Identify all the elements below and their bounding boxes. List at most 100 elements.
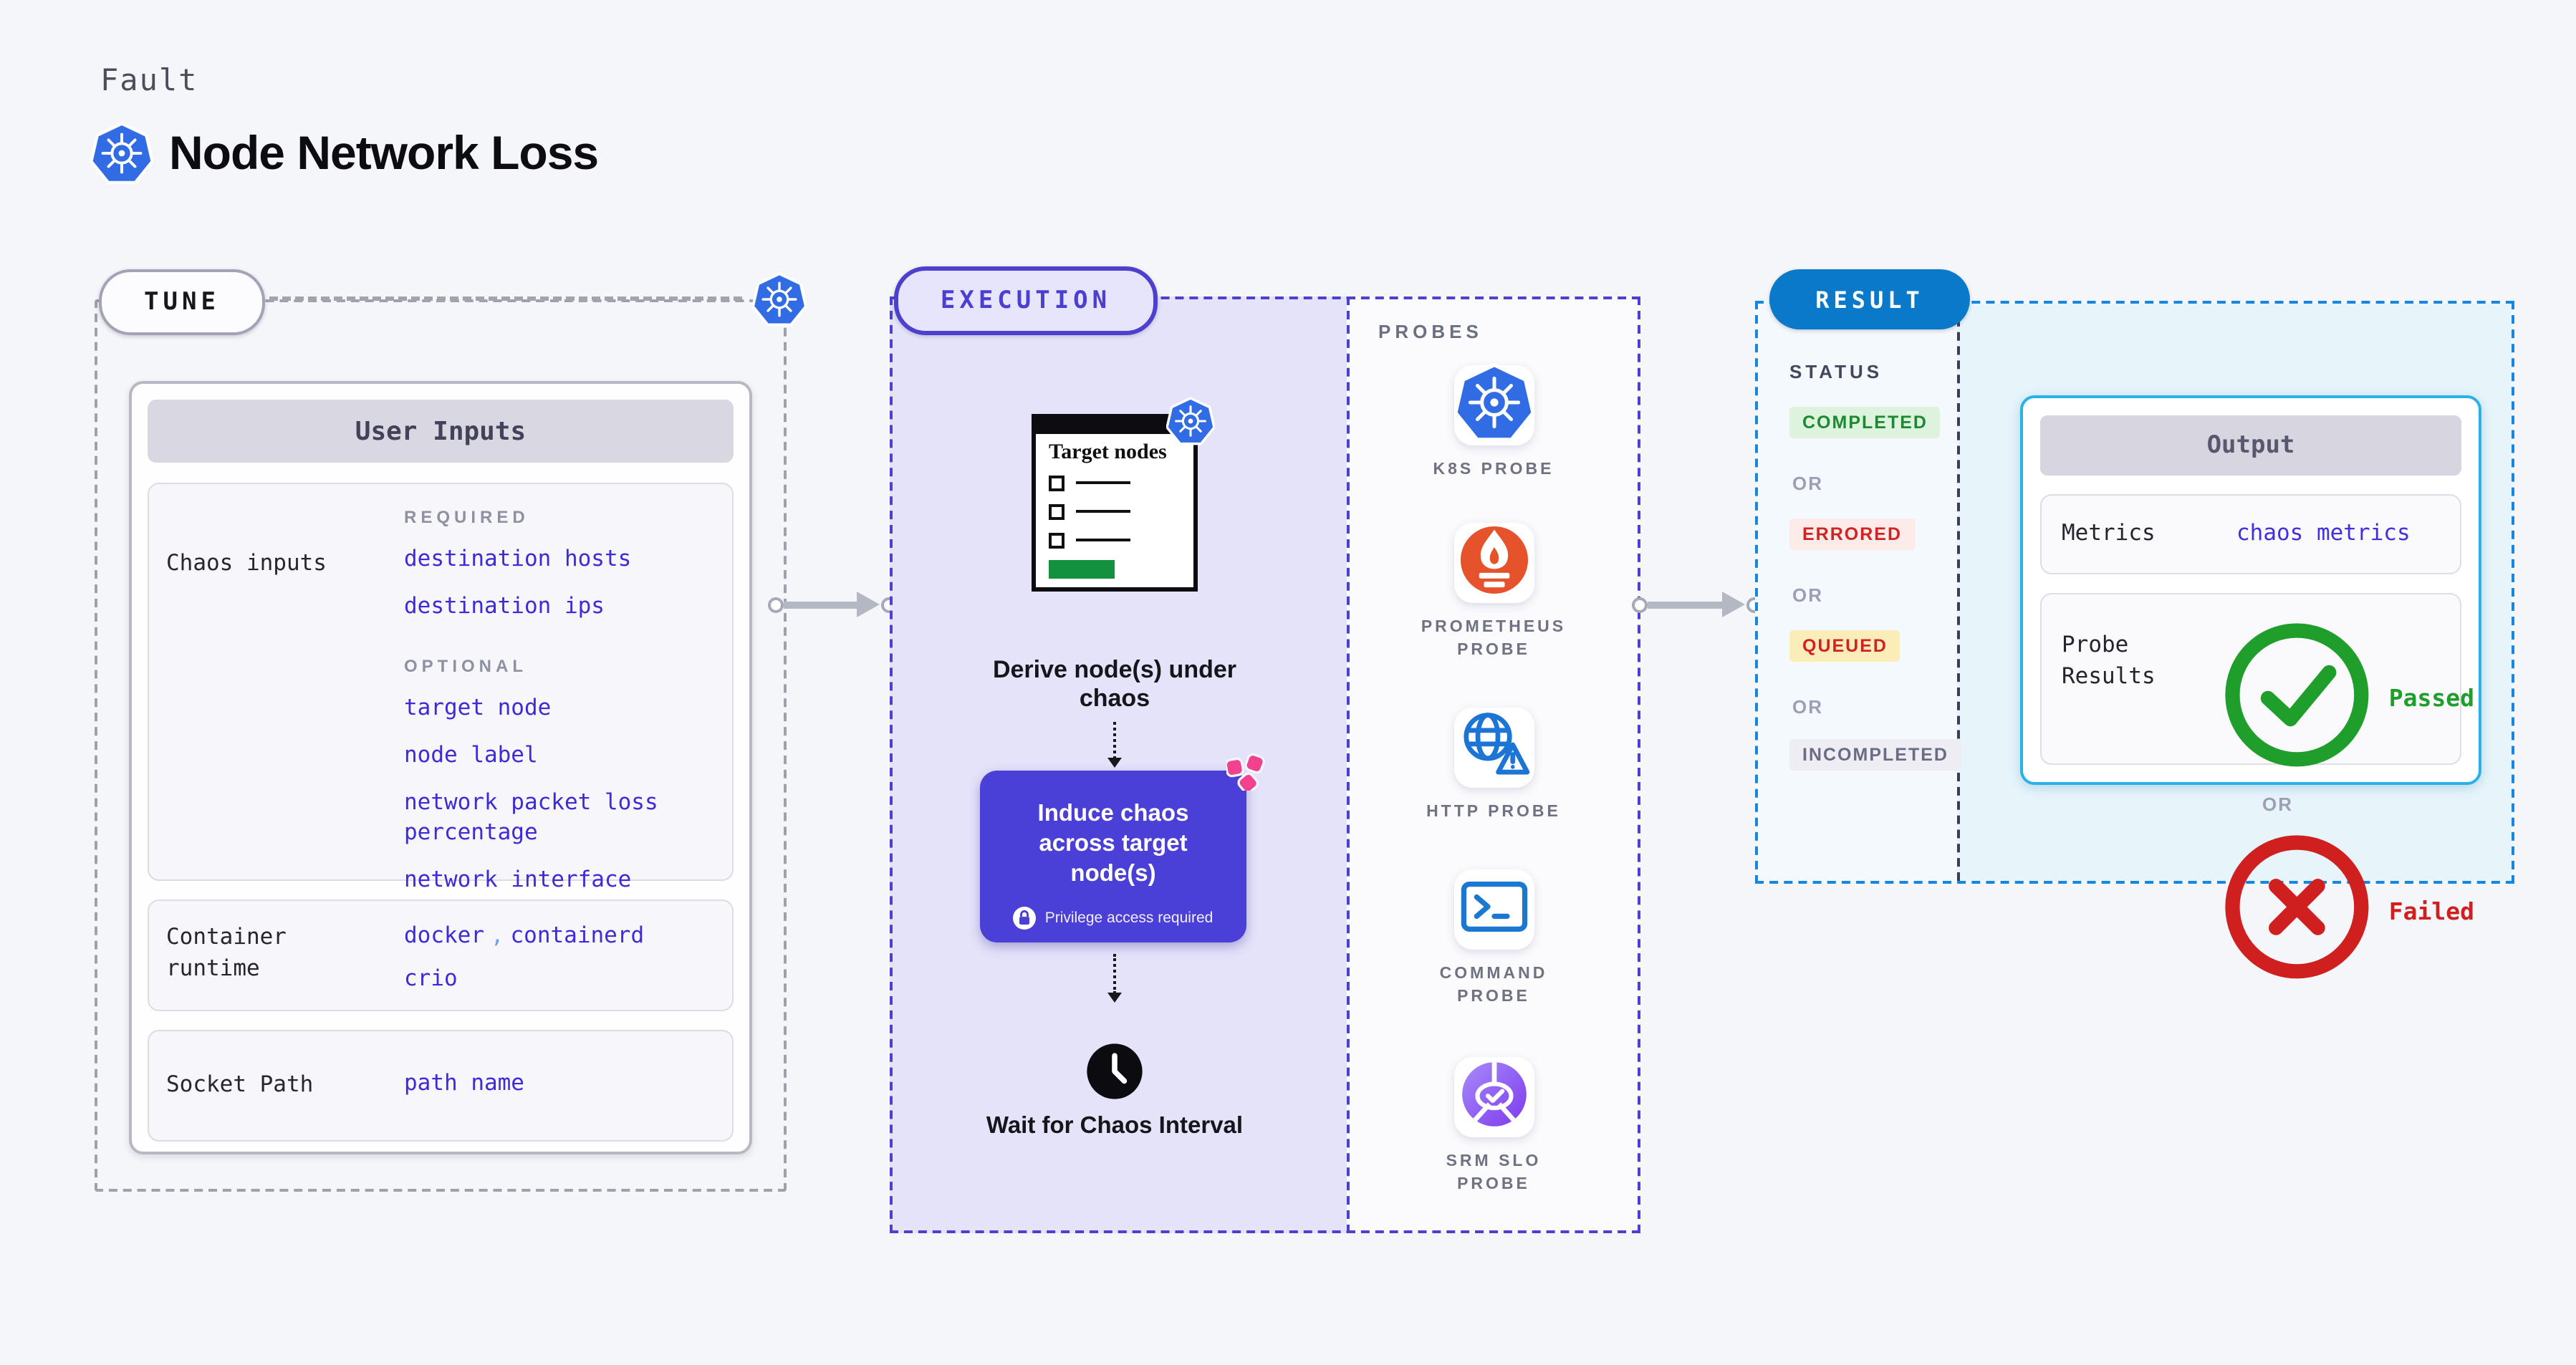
chaos-inputs-row: Chaos inputs REQUIRED destination hosts … <box>148 483 734 892</box>
kubernetes-icon <box>1166 397 1216 445</box>
socket-path-row: Socket Path path name <box>148 1030 734 1142</box>
link-containerd[interactable]: containerd <box>510 922 645 948</box>
probe-item-http: HTTP PROBE <box>1347 708 1640 824</box>
http-globe-warning-icon <box>1453 704 1534 791</box>
node-line <box>1076 509 1130 513</box>
fault-eyebrow: Fault <box>100 63 198 97</box>
probe-item-command: COMMAND PROBE <box>1347 869 1640 1008</box>
output-header: Output <box>2040 415 2461 476</box>
node-line <box>1076 481 1130 485</box>
status-badge-incompleted: INCOMPLETED <box>1789 739 1961 771</box>
failed-state: Failed <box>2216 827 2474 995</box>
target-nodes-window: Target nodes <box>1032 397 1216 592</box>
runtime-values-line1: docker , containerd <box>404 921 644 951</box>
x-circle-icon <box>2216 827 2378 995</box>
tune-section-box <box>95 299 787 1192</box>
node-checkbox-row <box>1049 468 1193 497</box>
check-circle-icon <box>2216 614 2378 783</box>
probe-card <box>1453 1057 1534 1137</box>
link-network-packet-loss-percentage[interactable]: network packet loss percentage <box>404 789 658 845</box>
arrowhead-right-icon <box>857 592 880 617</box>
chaos-inputs-links: REQUIRED destination hosts destination i… <box>404 507 702 895</box>
optional-heading: OPTIONAL <box>404 656 527 676</box>
induce-chaos-title: Induce chaos across target node(s) <box>1037 801 1189 887</box>
connector-dot <box>1632 597 1648 613</box>
wait-interval-caption: Wait for Chaos Interval <box>986 1113 1244 1139</box>
window-title-bar <box>1036 418 1193 434</box>
link-chaos-metrics[interactable]: chaos metrics <box>2236 520 2411 546</box>
probes-heading: PROBES <box>1378 321 1483 342</box>
arrowhead-down-icon <box>1107 993 1122 1003</box>
kubernetes-icon <box>90 122 154 185</box>
container-runtime-row: Container runtime docker , containerd cr… <box>148 899 734 1011</box>
arrowhead-right-icon <box>1722 592 1745 617</box>
probe-item-prometheus: PROMETHEUS PROBE <box>1347 523 1640 662</box>
kubernetes-icon <box>751 272 807 327</box>
probe-results-label: Probe Results <box>2062 632 2156 689</box>
link-crio[interactable]: crio <box>404 965 458 991</box>
clock-icon <box>1085 1041 1145 1101</box>
tune-pill: TUNE <box>99 269 265 335</box>
checkbox-icon[interactable] <box>1049 503 1064 519</box>
arrowhead-down-icon <box>1107 758 1122 768</box>
execution-pill-label: EXECUTION <box>940 286 1112 315</box>
link-destination-ips[interactable]: destination ips <box>404 593 605 619</box>
privilege-note-row: Privilege access required <box>980 907 1246 930</box>
probe-label: PROMETHEUS PROBE <box>1421 619 1567 659</box>
prometheus-icon <box>1453 519 1534 607</box>
link-destination-hosts[interactable]: destination hosts <box>404 546 632 571</box>
probe-label: COMMAND PROBE <box>1439 965 1548 1005</box>
tune-pill-label: TUNE <box>144 288 220 317</box>
user-inputs-header: User Inputs <box>148 400 734 463</box>
dotted-flow-line <box>1113 954 1116 994</box>
passed-label: Passed <box>2388 685 2474 713</box>
probe-card <box>1452 362 1535 445</box>
induce-chaos-card: Induce chaos across target node(s) Privi… <box>980 753 1265 942</box>
green-action-bar <box>1049 560 1115 579</box>
container-runtime-label: Container runtime <box>166 924 287 981</box>
status-badge-queued: QUEUED <box>1789 630 1900 662</box>
connector-dot <box>768 597 784 613</box>
tune-to-execution-arrow <box>784 602 857 609</box>
derive-nodes-caption: Derive node(s) under chaos <box>992 656 1237 712</box>
link-docker[interactable]: docker <box>404 922 484 948</box>
node-checkbox-row <box>1049 526 1193 554</box>
probe-card <box>1453 523 1534 603</box>
node-checkbox-row <box>1049 497 1193 526</box>
link-node-label[interactable]: node label <box>404 742 538 768</box>
link-path-name[interactable]: path name <box>404 1070 524 1096</box>
user-inputs-card: User Inputs Chaos inputs REQUIRED destin… <box>129 381 752 1154</box>
probes-to-result-arrow <box>1648 602 1722 609</box>
chaos-inputs-label: Chaos inputs <box>166 550 327 576</box>
probe-results-row: Probe Results Passed OR Failed <box>2040 593 2474 980</box>
checkbox-icon[interactable] <box>1049 475 1064 491</box>
link-target-node[interactable]: target node <box>404 695 552 720</box>
probe-item-srm-slo: SRM SLO PROBE <box>1347 1057 1640 1196</box>
probe-label: K8S PROBE <box>1433 461 1554 478</box>
metrics-row: Metrics chaos metrics <box>2040 494 2461 574</box>
probe-item-k8s: K8S PROBE <box>1347 362 1640 481</box>
litmus-chaos-icon <box>1224 752 1265 794</box>
metrics-label: Metrics <box>2062 520 2156 546</box>
target-nodes-title: Target nodes <box>1049 441 1167 464</box>
status-badge-completed: COMPLETED <box>1789 407 1941 438</box>
or-label: OR <box>1792 584 1823 606</box>
lock-icon <box>1013 907 1037 930</box>
runtime-separator: , <box>490 922 504 948</box>
link-network-interface[interactable]: network interface <box>404 867 632 892</box>
checkbox-icon[interactable] <box>1049 532 1064 548</box>
or-label: OR <box>1792 696 1823 718</box>
socket-path-label: Socket Path <box>166 1071 314 1097</box>
slo-pie-check-icon <box>1453 1053 1534 1141</box>
node-line <box>1076 538 1130 542</box>
status-badge-errored: ERRORED <box>1789 518 1916 550</box>
result-pill-label: RESULT <box>1815 286 1924 313</box>
required-heading: REQUIRED <box>404 507 529 527</box>
status-heading: STATUS <box>1789 361 1883 382</box>
status-output-divider <box>1957 304 1960 881</box>
execution-pill: EXECUTION <box>894 266 1158 335</box>
privilege-note: Privilege access required <box>1044 910 1213 927</box>
dotted-flow-line <box>1113 722 1116 759</box>
probe-card <box>1453 708 1534 788</box>
